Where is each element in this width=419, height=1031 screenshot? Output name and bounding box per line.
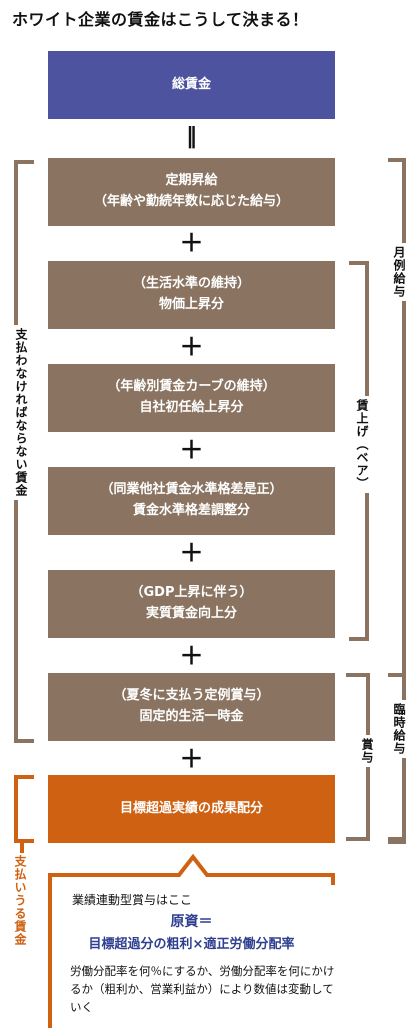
- callout-outline: [48, 853, 335, 1028]
- plus-sign-5: ＋: [179, 642, 204, 670]
- industry-gap-line2: 賃金水準格差調整分: [132, 503, 250, 518]
- plus-sign-1: ＋: [179, 229, 204, 257]
- note-body: 労働分配率を何％にするか、労働分配率を何にかけるか（粗利か、営業利益か）により数…: [70, 964, 335, 1014]
- industry-gap-box: （同業他社賃金水準格差是正） 賃金水準格差調整分: [48, 467, 335, 535]
- fixed-bonus-line2: 固定的生活一時金: [139, 709, 244, 724]
- plus-sign-6: ＋: [179, 745, 204, 773]
- regular-raise-line1: 定期昇給: [165, 173, 218, 189]
- fixed-bonus-line1: （夏冬に支払う定例賞与）: [113, 688, 270, 704]
- can-pay-bracket: [14, 775, 34, 843]
- performance-allocation-label: 目標超過実績の成果配分: [119, 800, 263, 816]
- regular-raise-line2: （年齢や勤続年数に応じた給与）: [93, 194, 289, 209]
- gdp-growth-line1: （GDP上昇に伴う）: [130, 585, 253, 601]
- base-up-label: 賃上げ（ベア）: [354, 396, 371, 493]
- living-standard-line1: （生活水準の維持）: [132, 276, 250, 292]
- note-fund-label: 原資＝: [170, 914, 213, 930]
- age-curve-box: （年齢別賃金カーブの維持） 自社初任給上昇分: [48, 364, 335, 432]
- performance-allocation-box: 目標超過実績の成果配分: [48, 775, 335, 843]
- must-pay-label: 支払わなければならない賃金: [13, 325, 30, 500]
- bonus-label: 賞与: [359, 735, 376, 767]
- age-curve-line1: （年齢別賃金カーブの維持）: [107, 379, 276, 395]
- gdp-growth-box: （GDP上昇に伴う） 実質賃金向上分: [48, 570, 335, 638]
- plus-sign-4: ＋: [179, 539, 204, 567]
- can-pay-connector: [20, 839, 24, 853]
- living-standard-line2: 物価上昇分: [158, 297, 224, 312]
- total-wage-label: 総賃金: [171, 76, 211, 92]
- age-curve-line2: 自社初任給上昇分: [139, 400, 244, 415]
- regular-raise-box: 定期昇給 （年齢や勤続年数に応じた給与）: [48, 158, 335, 226]
- industry-gap-line1: （同業他社賃金水準格差是正）: [100, 482, 283, 498]
- note-formula: 目標超過分の粗利×適正労働分配率: [88, 937, 295, 952]
- living-standard-box: （生活水準の維持） 物価上昇分: [48, 261, 335, 329]
- temporary-pay-label: 臨時給与: [391, 700, 408, 758]
- gdp-growth-line2: 実質賃金向上分: [145, 606, 237, 621]
- note-heading: 業績連動型賞与はここ: [72, 893, 193, 907]
- monthly-pay-bracket: [388, 158, 406, 844]
- monthly-pay-label: 月例給与: [391, 243, 408, 301]
- note-callout: 業績連動型賞与はここ 原資＝ 目標超過分の粗利×適正労働分配率 労働分配率を何％…: [48, 853, 335, 1028]
- fixed-bonus-box: （夏冬に支払う定例賞与） 固定的生活一時金: [48, 673, 335, 741]
- plus-sign-2: ＋: [179, 333, 204, 361]
- equals-sign: ‖: [186, 124, 197, 149]
- page-title: ホワイト企業の賃金はこうして決まる！: [12, 10, 309, 29]
- can-pay-label: 支払いうる賃金: [12, 855, 29, 946]
- plus-sign-3: ＋: [179, 436, 204, 464]
- total-wage-box: 総賃金: [48, 51, 335, 119]
